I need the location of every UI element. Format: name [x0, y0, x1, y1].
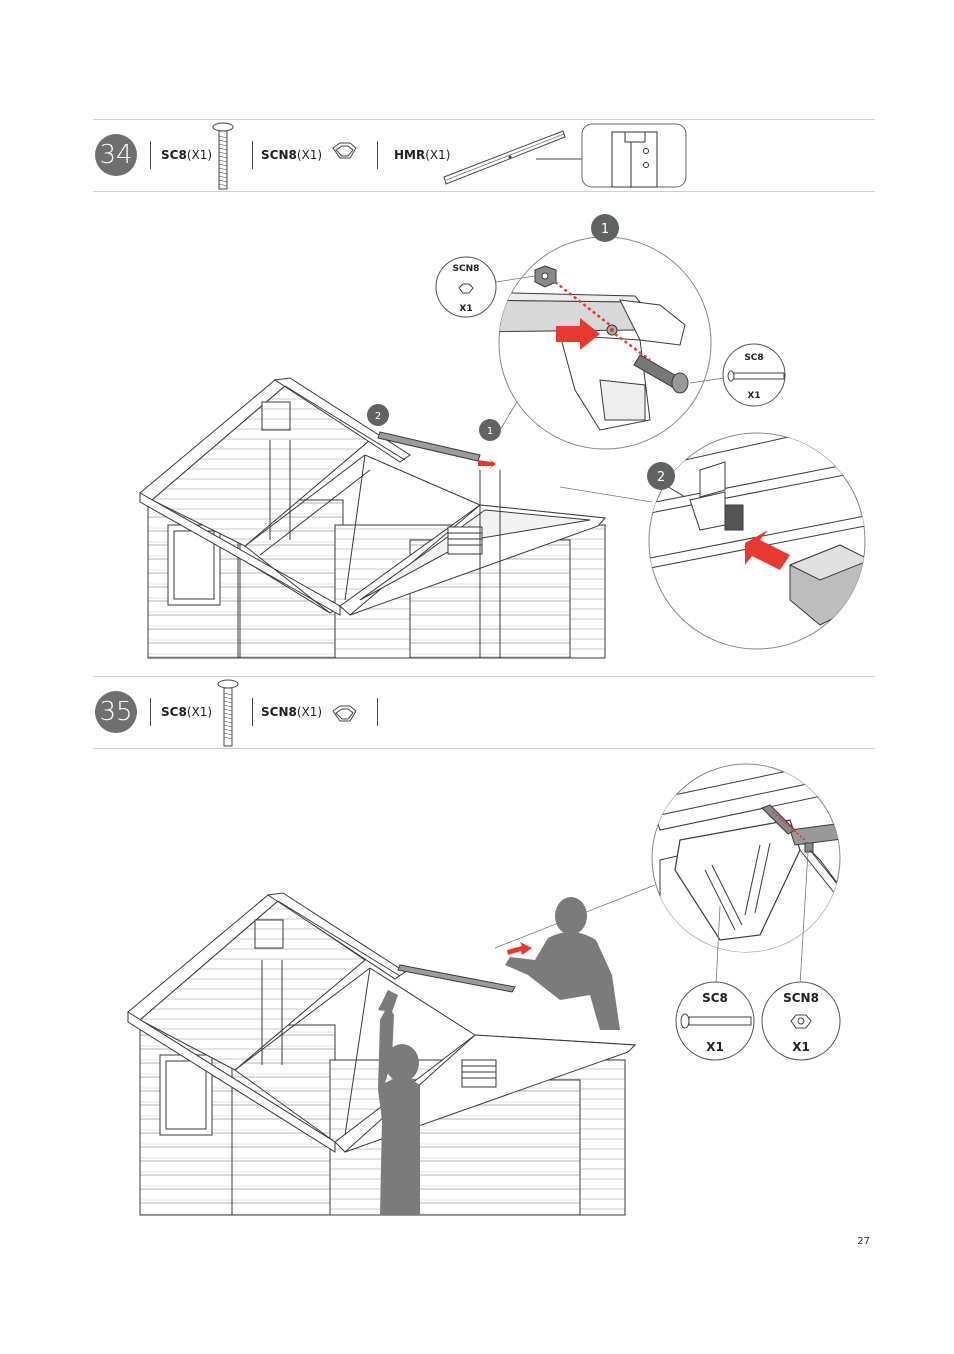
callout-3-detail	[651, 763, 841, 953]
leader-line	[799, 851, 809, 986]
separator	[377, 698, 378, 726]
separator	[377, 141, 378, 169]
person-silhouette	[378, 990, 420, 1215]
part-scn8-label: SCN8(X1)	[261, 148, 322, 162]
step-34-number: 34	[95, 134, 137, 176]
badge-1: 1	[487, 426, 493, 437]
scn8-bubble-34: SCN8 X1	[435, 256, 536, 318]
nut-icon	[332, 705, 357, 722]
screw-label: SC8	[702, 991, 728, 1005]
bracket-detail-icon	[581, 123, 687, 188]
part-qty: (X1)	[186, 148, 213, 162]
screw-label: SC8	[744, 353, 763, 363]
red-arrow	[478, 458, 496, 470]
part-code: HMR	[394, 148, 426, 162]
badge-2: 2	[375, 411, 381, 422]
nut-icon	[458, 283, 474, 294]
badge-2: 2	[657, 470, 665, 485]
leader-line	[559, 486, 653, 503]
person-silhouette	[505, 897, 620, 1030]
step-35-number: 35	[95, 691, 137, 733]
callout-1-detail: 1	[498, 214, 712, 450]
step34-main-badges: 2 1	[367, 404, 501, 470]
nut-label: SCN8	[783, 991, 819, 1005]
separator	[150, 698, 151, 726]
part-qty: (X1)	[296, 148, 323, 162]
part-sc8-label: SC8(X1)	[161, 705, 212, 719]
part-sc8-label: SC8(X1)	[161, 148, 212, 162]
badge-1: 1	[601, 222, 609, 237]
red-arrow	[507, 942, 532, 955]
part-code: SCN8	[261, 148, 297, 162]
scn8-bubble-35: SCN8 X1	[761, 981, 841, 1061]
part-code: SCN8	[261, 705, 297, 719]
screw-icon	[680, 1013, 752, 1029]
separator	[252, 141, 253, 169]
page-number: 27	[857, 1236, 870, 1247]
sc8-bubble-35: SC8 X1	[675, 981, 755, 1061]
part-hmr-label: HMR(X1)	[394, 148, 450, 162]
shed-illustration-step34	[139, 377, 607, 659]
screw-icon	[727, 370, 785, 382]
step-34-top-rule	[93, 119, 875, 120]
callout-2-detail: 2	[647, 432, 866, 650]
screw-qty: X1	[706, 1040, 724, 1054]
nut-qty: X1	[459, 304, 472, 314]
screw-icon	[212, 122, 234, 190]
part-code: SC8	[161, 148, 187, 162]
nut-icon	[332, 142, 357, 159]
part-qty: (X1)	[425, 148, 451, 162]
sc8-bubble-34: SC8 X1	[689, 343, 786, 407]
step-35-bottom-rule	[93, 748, 875, 749]
part-scn8-label: SCN8(X1)	[261, 705, 322, 719]
nut-qty: X1	[792, 1040, 810, 1054]
leader-line	[499, 399, 519, 431]
step-34-bottom-rule	[93, 191, 875, 192]
screw-qty: X1	[747, 391, 760, 401]
screw-icon	[217, 679, 239, 747]
part-qty: (X1)	[296, 705, 323, 719]
part-code: SC8	[161, 705, 187, 719]
shed-illustration-step35	[127, 892, 637, 1216]
separator	[252, 698, 253, 726]
nut-label: SCN8	[453, 264, 480, 274]
leader-line	[715, 905, 721, 986]
step-35-top-rule	[93, 676, 875, 677]
leader-line	[494, 884, 656, 949]
part-qty: (X1)	[186, 705, 213, 719]
separator	[150, 141, 151, 169]
